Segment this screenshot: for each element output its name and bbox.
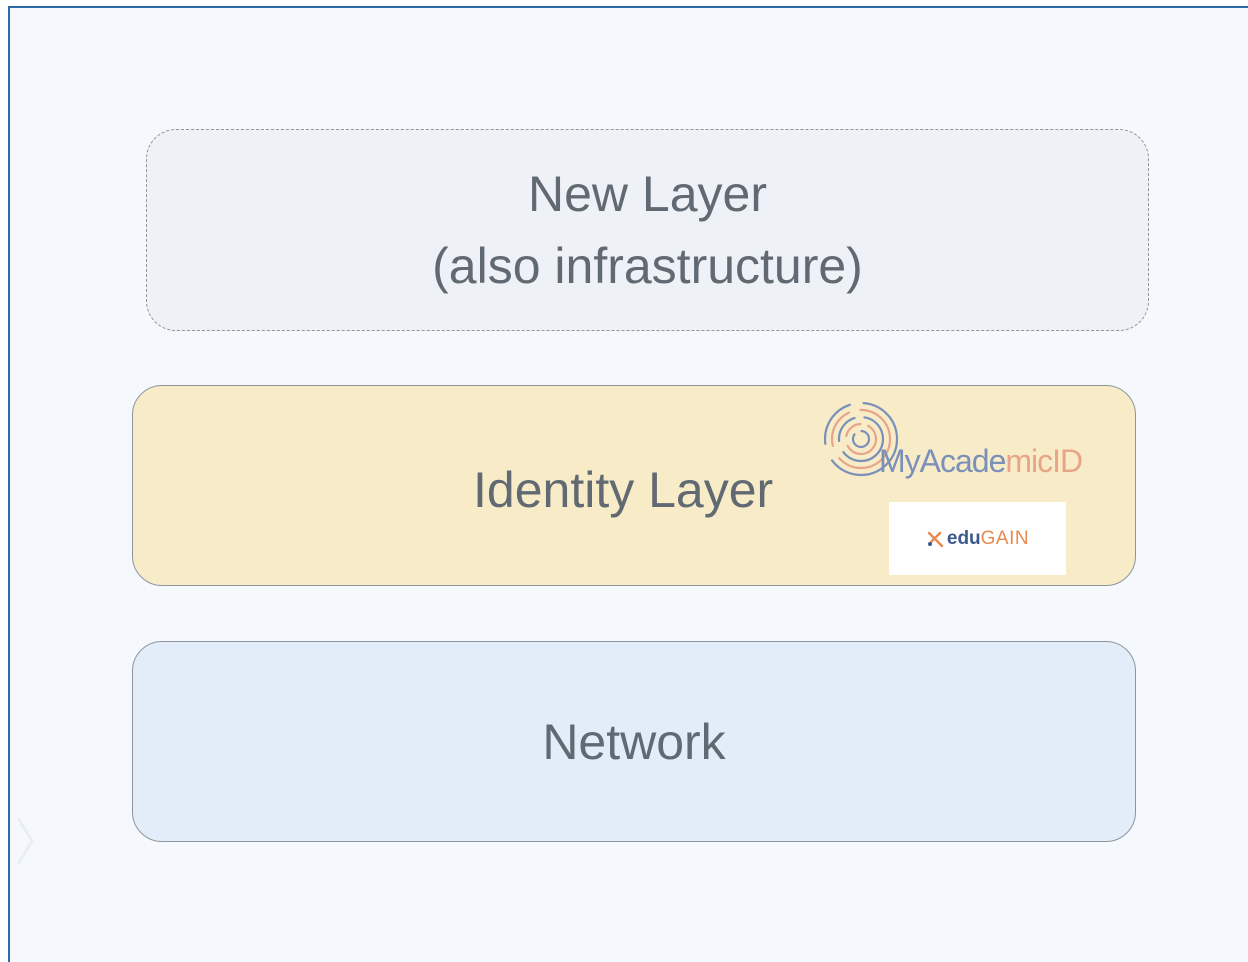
- network-layer-label: Network: [542, 713, 726, 770]
- new-layer-title: New Layer: [527, 166, 767, 222]
- edugain-wordmark-part2: GAIN: [980, 527, 1030, 549]
- chevron-right-icon[interactable]: [14, 816, 36, 866]
- myacademicid-wordmark-part1: MyAcade: [879, 443, 1006, 479]
- network-layer-box: Network: [132, 641, 1136, 842]
- myacademicid-wordmark: MyAcademicID: [879, 441, 1083, 481]
- edugain-mark-icon: [927, 531, 944, 547]
- myacademicid-logo: MyAcademicID: [819, 397, 1109, 487]
- new-layer-subtitle: (also infrastructure): [432, 238, 863, 294]
- diagram-frame: New Layer (also infrastructure) Identity…: [8, 6, 1248, 962]
- myacademicid-emblem-icon: [823, 401, 899, 477]
- myacademicid-wordmark-part2: micID: [1005, 443, 1083, 479]
- new-layer-label: New Layer (also infrastructure): [432, 158, 863, 302]
- edugain-wordmark-part1: edu: [946, 527, 981, 549]
- new-layer-box: New Layer (also infrastructure): [146, 129, 1149, 331]
- identity-layer-label: Identity Layer: [473, 462, 774, 518]
